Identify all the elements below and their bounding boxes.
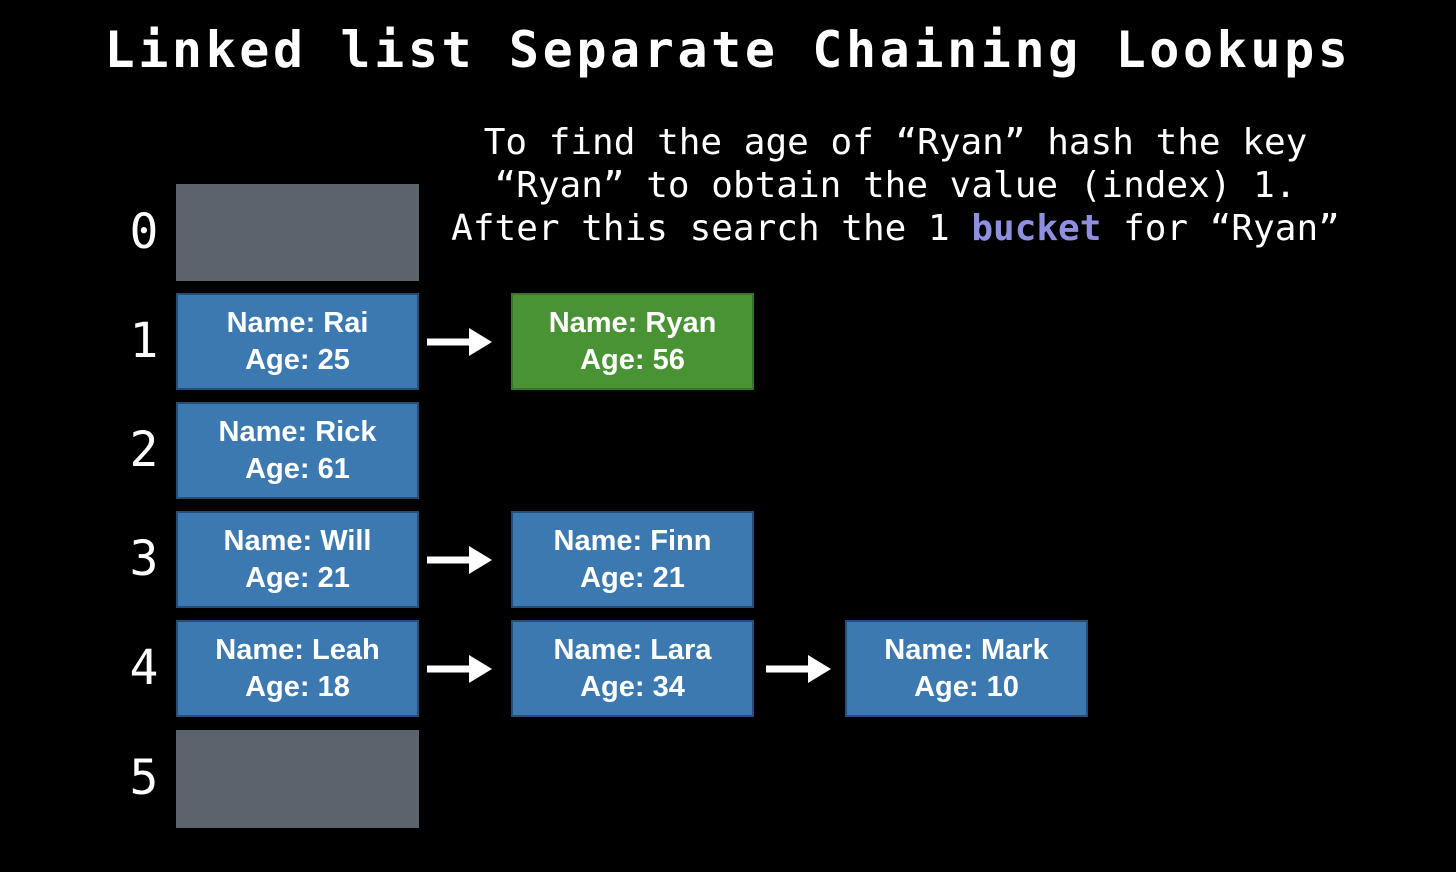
bucket-index-1: 1 bbox=[129, 313, 159, 369]
node-rai: Name: Rai Age: 25 bbox=[176, 293, 419, 390]
node-age-label: Age: 10 bbox=[914, 670, 1019, 703]
arrow-right-icon bbox=[427, 328, 492, 356]
node-age-label: Age: 21 bbox=[245, 561, 350, 594]
bucket-highlight-word: bucket bbox=[971, 208, 1102, 249]
node-name-label: Name: Rick bbox=[218, 415, 377, 448]
node-age-label: Age: 61 bbox=[245, 452, 350, 485]
node-will: Name: Will Age: 21 bbox=[176, 511, 419, 608]
node-rick: Name: Rick Age: 61 bbox=[176, 402, 419, 499]
empty-slot-0 bbox=[176, 184, 419, 281]
description-line-1: To find the age of “Ryan” hash the key bbox=[483, 122, 1308, 163]
node-mark: Name: Mark Age: 10 bbox=[845, 620, 1088, 717]
empty-slot-5 bbox=[176, 730, 419, 828]
node-name-label: Name: Mark bbox=[884, 633, 1049, 666]
bucket-index-3: 3 bbox=[129, 531, 159, 587]
node-ryan-found: Name: Ryan Age: 56 bbox=[511, 293, 754, 390]
arrow-right-icon bbox=[427, 655, 492, 683]
bucket-index-4: 4 bbox=[129, 640, 159, 696]
node-name-label: Name: Finn bbox=[553, 524, 712, 557]
arrow-right-icon bbox=[766, 655, 831, 683]
description-line-3-suffix: for “Ryan” bbox=[1101, 208, 1340, 249]
bucket-index-2: 2 bbox=[129, 422, 159, 478]
page-title: Linked list Separate Chaining Lookups bbox=[104, 21, 1352, 79]
description-line-3-prefix: After this search the 1 bbox=[451, 208, 972, 249]
node-age-label: Age: 18 bbox=[245, 670, 350, 703]
node-age-label: Age: 34 bbox=[580, 670, 685, 703]
node-name-label: Name: Leah bbox=[215, 633, 380, 666]
node-name-label: Name: Will bbox=[223, 524, 372, 557]
node-age-label: Age: 21 bbox=[580, 561, 685, 594]
description-line-3: After this search the 1 bucket for “Ryan… bbox=[433, 207, 1358, 250]
node-name-label: Name: Ryan bbox=[548, 306, 717, 339]
arrow-right-icon bbox=[427, 546, 492, 574]
node-name-label: Name: Rai bbox=[226, 306, 369, 339]
bucket-index-5: 5 bbox=[129, 750, 159, 806]
description-line-2: “Ryan” to obtain the value (index) 1. bbox=[494, 165, 1297, 206]
node-age-label: Age: 25 bbox=[245, 343, 350, 376]
node-lara: Name: Lara Age: 34 bbox=[511, 620, 754, 717]
bucket-index-0: 0 bbox=[129, 204, 159, 260]
description-text: To find the age of “Ryan” hash the key “… bbox=[433, 121, 1358, 250]
node-age-label: Age: 56 bbox=[580, 343, 685, 376]
node-finn: Name: Finn Age: 21 bbox=[511, 511, 754, 608]
node-name-label: Name: Lara bbox=[553, 633, 712, 666]
node-leah: Name: Leah Age: 18 bbox=[176, 620, 419, 717]
